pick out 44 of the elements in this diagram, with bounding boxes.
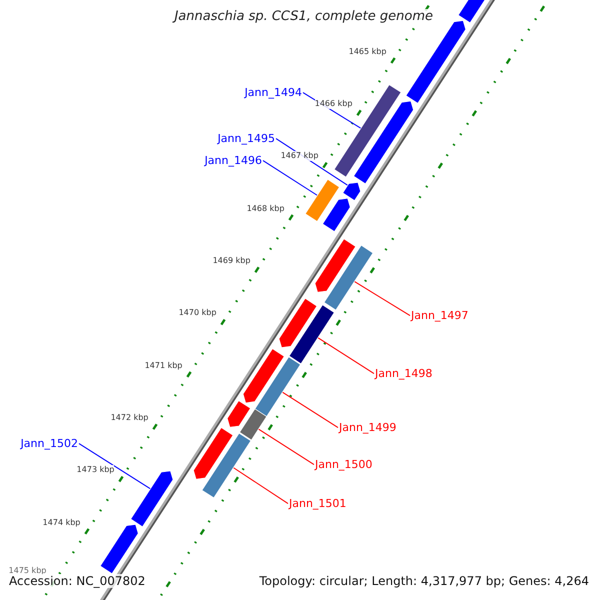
leader-line — [354, 280, 410, 316]
scale-label: 1468 kbp — [246, 204, 284, 214]
gene-bar — [288, 304, 335, 364]
leader-line — [258, 428, 314, 466]
gene-feature — [314, 238, 356, 293]
scale-label: 1471 kbp — [144, 360, 182, 370]
gene-feature — [342, 182, 361, 201]
gene-label: Jann_1496 — [204, 154, 262, 168]
leader-line — [232, 467, 288, 504]
gene-bar — [239, 408, 268, 440]
gene-bar — [304, 178, 340, 222]
leader-line — [262, 160, 318, 196]
leader-line — [78, 443, 151, 490]
scale-label: 1465 kbp — [348, 46, 386, 56]
gene-label: Jann_1501 — [289, 497, 346, 510]
scale-label: 1473 kbp — [76, 465, 114, 475]
gene-label: Jann_1497 — [411, 309, 468, 322]
gene-feature — [322, 198, 351, 232]
gene-label: Jann_1500 — [315, 458, 372, 472]
scale-label: 1467 kbp — [280, 151, 318, 162]
gene-label: Jann_1502 — [20, 437, 78, 450]
gene-label: Jann_1495 — [218, 132, 275, 146]
gene-bar — [334, 84, 402, 178]
diagram-title: Jannaschia sp. CCS1, complete genome — [174, 9, 433, 25]
gene-bar — [254, 356, 301, 417]
leader-line — [282, 392, 338, 428]
scale-label: 1466 kbp — [314, 99, 352, 109]
scale-label: 1472 kbp — [110, 413, 148, 423]
gene-feature — [353, 100, 414, 184]
gene-bar — [324, 244, 374, 310]
gene-feature — [193, 427, 234, 480]
scale-label: 1470 kbp — [178, 308, 216, 318]
leader-line — [317, 337, 374, 374]
gene-label: Jann_1494 — [244, 86, 302, 100]
gene-feature — [226, 400, 251, 428]
scale-label: 1469 kbp — [212, 256, 250, 266]
gene-label: Jann_1499 — [339, 421, 396, 434]
gene-feature — [242, 348, 285, 404]
gene-feature — [130, 470, 174, 528]
gene-feature — [100, 524, 139, 574]
gene-bar — [202, 432, 252, 498]
gene-feature — [278, 298, 318, 348]
scale-label: 1474 kbp — [42, 518, 80, 528]
gene-label: Jann_1498 — [375, 367, 432, 380]
